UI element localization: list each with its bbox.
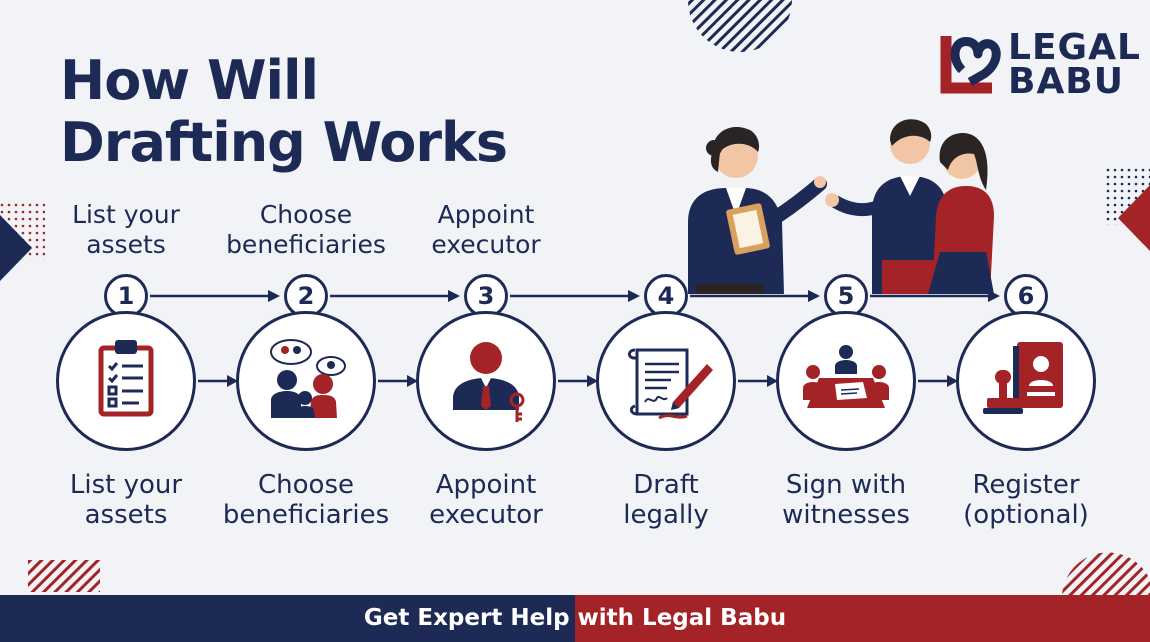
document-pen-icon <box>627 348 713 420</box>
step-5-number-badge: 5 <box>824 274 868 318</box>
step-3-icon-circle <box>416 311 556 451</box>
page-title: How Will Drafting Works <box>60 49 508 174</box>
checklist-clipboard-icon <box>98 340 154 417</box>
client-man-figure <box>825 119 950 294</box>
advisor-woman-figure <box>688 127 827 294</box>
executor-key-icon <box>453 342 525 422</box>
step-3-number-badge: 3 <box>464 274 508 318</box>
footer-cta-text: Get Expert Help with Legal Babu <box>363 605 787 631</box>
step-4-icon-circle <box>596 311 736 451</box>
stamp-certificate-icon <box>983 342 1063 414</box>
step-5-icon-circle <box>776 311 916 451</box>
step-3-top-label: Appoint executor <box>431 200 541 259</box>
logo-word-legal: LEGAL <box>1008 27 1141 68</box>
footer-banner <box>0 595 1150 642</box>
step-2-icon-circle <box>236 311 376 451</box>
family-icon <box>270 339 346 418</box>
legal-babu-logo: LEGAL BABU <box>940 30 1140 102</box>
step-6-icon-circle <box>956 311 1096 451</box>
step-2-top-label: Choose beneficiaries <box>226 200 386 259</box>
page-title-line-2: Drafting Works <box>60 111 508 174</box>
step-1-icon-circle <box>56 311 196 451</box>
step-3-bottom-label: Appoint executor <box>429 470 543 530</box>
client-woman-figure <box>928 133 994 294</box>
step-6-bottom-label: Register (optional) <box>963 470 1089 530</box>
people-illustration <box>688 119 994 294</box>
signing-table-icon <box>803 345 889 408</box>
step-2-bottom-label: Choose beneficiaries <box>222 470 390 530</box>
step-6-number-badge: 6 <box>1004 274 1048 318</box>
logo-mark-icon <box>940 36 1001 94</box>
page-title-line-1: How Will <box>60 49 319 112</box>
logo-word-babu: BABU <box>1008 61 1124 102</box>
step-1-top-label: List your assets <box>72 200 180 259</box>
step-1-bottom-label: List your assets <box>69 470 183 530</box>
step-5-bottom-label: Sign with witnesses <box>782 470 910 530</box>
step-4-number-badge: 4 <box>644 274 688 318</box>
step-4-bottom-label: Draft legally <box>623 470 709 530</box>
